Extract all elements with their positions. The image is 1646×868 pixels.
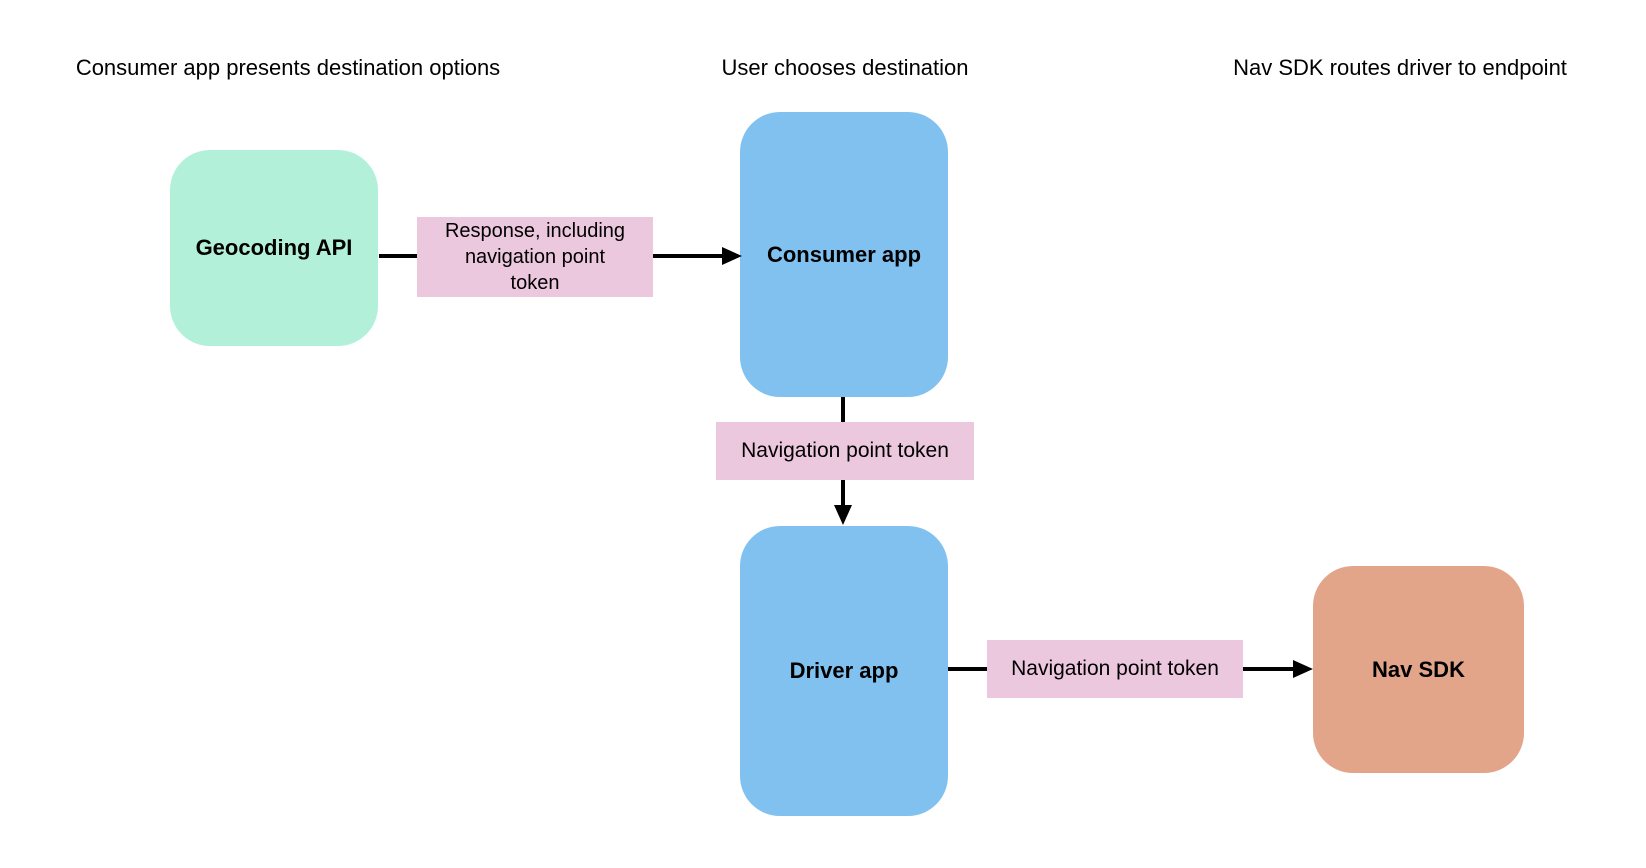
node-nav-sdk-label: Nav SDK xyxy=(1372,656,1465,682)
edge-label-line: navigation point xyxy=(464,246,606,268)
edge-label-navigation-point-token-horizontal: Navigation point token xyxy=(987,640,1243,698)
node-geocoding-api-label: Geocoding API xyxy=(195,235,353,260)
edge-label-line: token xyxy=(510,272,560,294)
arrow-driver-to-navsdk-head-icon xyxy=(1293,660,1313,678)
edge-label-line: Response, including xyxy=(444,220,626,242)
arrow-geocoding-to-consumer-head-icon xyxy=(722,247,742,265)
node-driver-app-label: Driver app xyxy=(789,658,899,683)
edge-label-response-including-token: Response, including navigation point tok… xyxy=(417,217,653,297)
node-geocoding-api: Geocoding API xyxy=(170,150,378,346)
node-consumer-app-label: Consumer app xyxy=(766,241,922,267)
node-driver-app: Driver app xyxy=(740,526,948,816)
column-header-consumer-presents: Consumer app presents destination option… xyxy=(75,55,501,80)
edge-label-navigation-point-token-vertical: Navigation point token xyxy=(716,422,974,480)
column-header-user-chooses: User chooses destination xyxy=(721,55,969,80)
edge-label-text: Navigation point token xyxy=(741,439,949,462)
node-consumer-app: Consumer app xyxy=(740,112,948,397)
column-header-nav-sdk-routes: Nav SDK routes driver to endpoint xyxy=(1233,55,1567,80)
edge-label-text: Navigation point token xyxy=(1011,657,1219,680)
arrow-consumer-to-driver-head-icon xyxy=(834,505,852,525)
node-nav-sdk: Nav SDK xyxy=(1313,566,1524,773)
